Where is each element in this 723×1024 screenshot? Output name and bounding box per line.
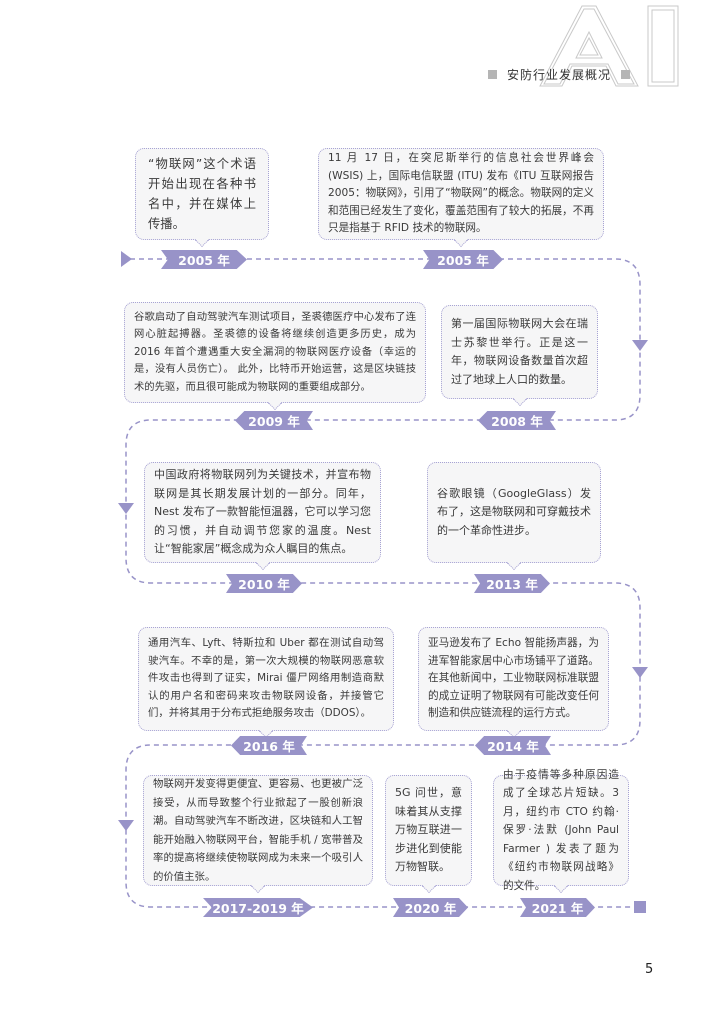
year-label: 2021 年 — [520, 898, 595, 917]
start-arrow-icon — [121, 251, 132, 267]
down-arrow-icon — [118, 503, 134, 514]
year-label: 2008 年 — [478, 411, 556, 430]
timeline-entry-box: 中国政府将物联网列为关键技术，并宣布物联网是其长期发展计划的一部分。同年，Nes… — [144, 462, 381, 563]
down-arrow-icon — [118, 820, 134, 831]
square-bullet-icon — [488, 69, 497, 79]
year-label: 2014 年 — [475, 736, 551, 755]
timeline-entry-box: 谷歌启动了自动驾驶汽车测试项目，圣裘德医疗中心发布了连网心脏起搏器。圣裘德的设备… — [124, 302, 426, 403]
year-label: 2020 年 — [393, 898, 468, 917]
timeline-entry-box: “物联网”这个术语开始出现在各种书名中，并在媒体上传播。 — [135, 148, 269, 240]
ai-logo — [539, 5, 679, 87]
year-label: 2013 年 — [474, 574, 550, 593]
year-label: 2009 年 — [235, 411, 313, 430]
page-number: 5 — [645, 962, 654, 977]
square-bullet-icon — [621, 69, 631, 79]
timeline-entry-box: 通用汽车、Lyft、特斯拉和 Uber 都在测试自动驾驶汽车。不幸的是，第一次大… — [138, 627, 394, 731]
year-label: 2005 年 — [161, 250, 247, 269]
section-title: 安防行业发展概况 — [507, 67, 612, 82]
end-square-icon — [634, 901, 646, 913]
timeline-entry-box: 物联网开发变得更便宜、更容易、也更被广泛接受，从而导致整个行业掀起了一股创新浪潮… — [143, 775, 373, 886]
section-header: 安防行业发展概况 — [488, 64, 631, 84]
timeline-entry-box: 谷歌眼镜（GoogleGlass）发布了，这是物联网和可穿戴技术的一个革命性进步… — [427, 462, 601, 563]
year-label: 2016 年 — [231, 736, 307, 755]
timeline-entry-box: 5G 问世，意味着其从支撑万物互联进一步进化到使能万物智联。 — [385, 775, 472, 886]
timeline-entry-box: 亚马逊发布了 Echo 智能扬声器，为进军智能家居中心市场铺平了道路。在其他新闻… — [418, 627, 609, 731]
down-arrow-icon — [632, 667, 648, 678]
timeline-entry-box: 由于疫情等多种原因造成了全球芯片短缺。3 月，纽约市 CTO 约翰·保罗·法默 … — [493, 769, 629, 892]
year-label: 2005 年 — [423, 250, 503, 269]
down-arrow-icon — [632, 340, 648, 351]
year-label: 2010 年 — [226, 574, 302, 593]
year-label: 2017-2019 年 — [203, 898, 313, 917]
timeline-entry-box: 第一届国际物联网大会在瑞士苏黎世举行。正是这一年，物联网设备数量首次超过了地球上… — [441, 305, 598, 399]
timeline-entry-box: 11 月 17 日，在突尼斯举行的信息社会世界峰会 (WSIS) 上，国际电信联… — [318, 148, 604, 240]
